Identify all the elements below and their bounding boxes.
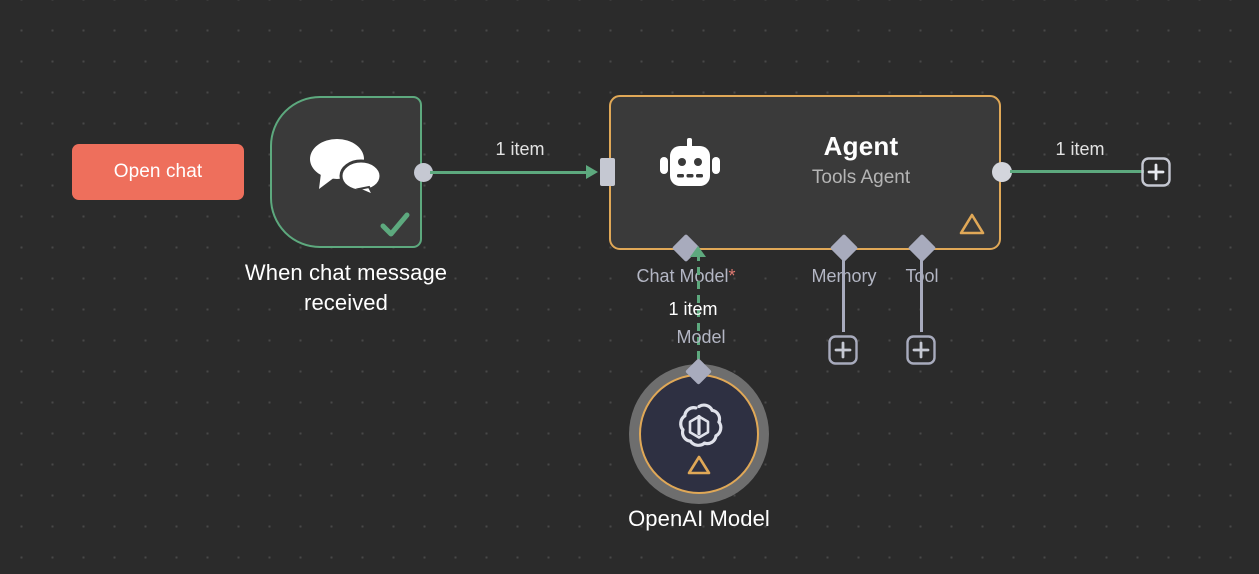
- connection-label-agent-to-add: 1 item: [1055, 139, 1105, 159]
- node-when-chat-message-received[interactable]: [270, 96, 422, 248]
- required-marker: *: [728, 266, 736, 286]
- openai-node-body: [639, 374, 759, 494]
- add-memory-node-button[interactable]: [828, 335, 858, 365]
- node-agent[interactable]: Agent Tools Agent: [609, 95, 1001, 250]
- agent-subtitle: Tools Agent: [811, 167, 911, 188]
- connection-chat-model-wire: [697, 253, 700, 369]
- warning-triangle-icon[interactable]: [959, 212, 985, 236]
- connection-label-trigger-to-agent: 1 item: [495, 139, 545, 159]
- connection-memory-wire: [842, 247, 845, 332]
- open-chat-button[interactable]: Open chat: [72, 144, 244, 200]
- check-icon: [378, 208, 412, 242]
- connection-label-chat-model: 1 item: [668, 299, 718, 319]
- chat-model-text: Chat Model: [636, 266, 729, 286]
- robot-icon: [660, 138, 720, 190]
- add-tool-node-button[interactable]: [906, 335, 936, 365]
- warning-triangle-icon[interactable]: [687, 454, 711, 476]
- agent-output-port[interactable]: [992, 162, 1012, 182]
- connection-arrow-icon: [586, 165, 598, 179]
- connection-trigger-to-agent[interactable]: [430, 165, 598, 179]
- agent-port-label-chat-model: Chat Model*: [586, 266, 786, 287]
- node-label-when-chat-message-received: When chat message received: [196, 258, 496, 318]
- openai-port-label-model: Model: [676, 327, 726, 347]
- connection-chat-model-arrow-icon: [690, 246, 706, 257]
- trigger-label-line2: received: [304, 290, 388, 315]
- openai-logo-icon: [673, 399, 725, 451]
- add-node-button[interactable]: [1141, 157, 1171, 187]
- chat-bubbles-icon: [309, 137, 383, 198]
- connection-tool-wire: [920, 247, 923, 332]
- agent-input-port[interactable]: [600, 158, 615, 186]
- agent-title: Agent: [823, 131, 899, 161]
- node-openai-model[interactable]: [629, 364, 769, 504]
- connection-agent-to-add[interactable]: [1010, 170, 1144, 173]
- trigger-output-port[interactable]: [414, 163, 433, 182]
- connection-wire: [430, 171, 588, 174]
- trigger-label-line1: When chat message: [244, 260, 448, 285]
- node-label-openai-model: OpenAI Model: [628, 506, 770, 531]
